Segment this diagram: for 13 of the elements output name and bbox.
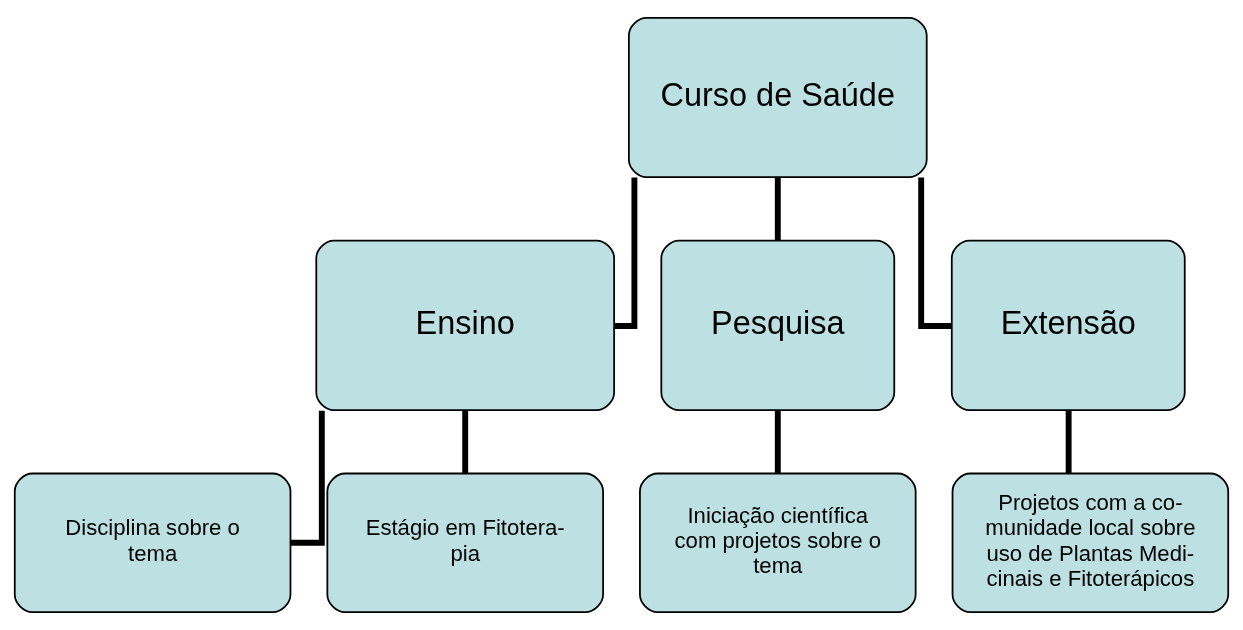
node-box: Pesquisa (660, 239, 896, 411)
node-box: Ensino (315, 239, 615, 411)
node-box: Disciplina sobre o tema (13, 472, 292, 613)
connector (774, 177, 781, 241)
node-box: Projetos com a co- munidade local sobre uso de Plantas Medi- cinais e Fitoterápicos (951, 472, 1230, 613)
connector (614, 177, 638, 329)
connector (774, 410, 781, 474)
node-box: Curso de Saúde (628, 17, 928, 179)
connector (1065, 410, 1072, 474)
node-box: Extensão (950, 239, 1186, 411)
connector (462, 410, 469, 474)
node-box: Iniciação científica com projetos sobre o tema (639, 472, 917, 613)
node-box: Estágio em Fitotera- pia (326, 472, 604, 613)
